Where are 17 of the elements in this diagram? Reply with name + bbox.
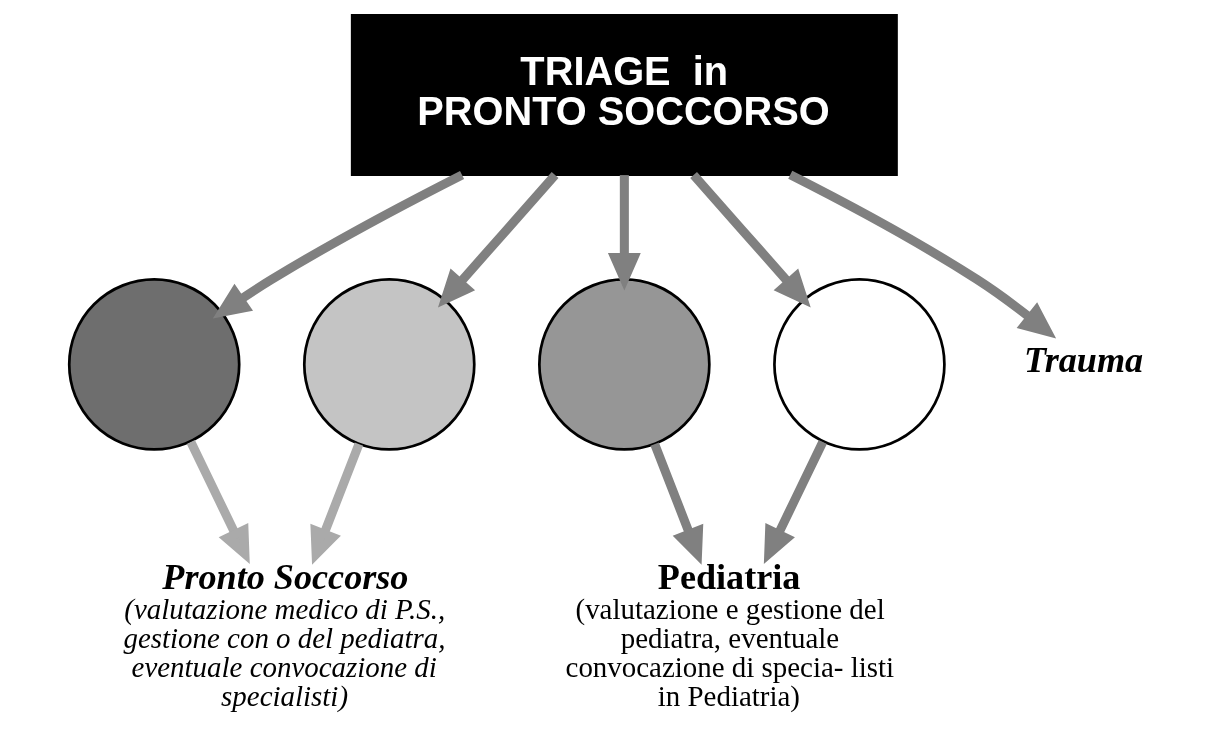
node-text: Pediatria (valutazione e gestione del pediatra, eventuale convocazione di specia- listi in Pediatria) bbox=[565, 556, 894, 712]
arrow bbox=[437, 172, 558, 308]
arrow bbox=[186, 440, 250, 564]
node-box: TRIAGE in PRONTO SOCCORSO bbox=[350, 14, 898, 176]
node-circle bbox=[537, 278, 711, 451]
node-text: Pronto Soccorso (valutazione medico di P.S., gestione con o del pediatra, eventuale convocazione di specialisti) bbox=[122, 556, 446, 712]
arrow bbox=[309, 442, 363, 565]
arrow bbox=[787, 170, 1056, 339]
node-circle bbox=[67, 278, 241, 451]
arrow bbox=[649, 442, 703, 565]
arrow bbox=[763, 440, 827, 564]
arrow bbox=[607, 175, 641, 291]
node-text: Trauma bbox=[1023, 339, 1143, 380]
node-circle bbox=[772, 278, 946, 451]
arrow bbox=[212, 170, 464, 319]
node-circle bbox=[302, 278, 476, 451]
arrow bbox=[689, 172, 811, 308]
